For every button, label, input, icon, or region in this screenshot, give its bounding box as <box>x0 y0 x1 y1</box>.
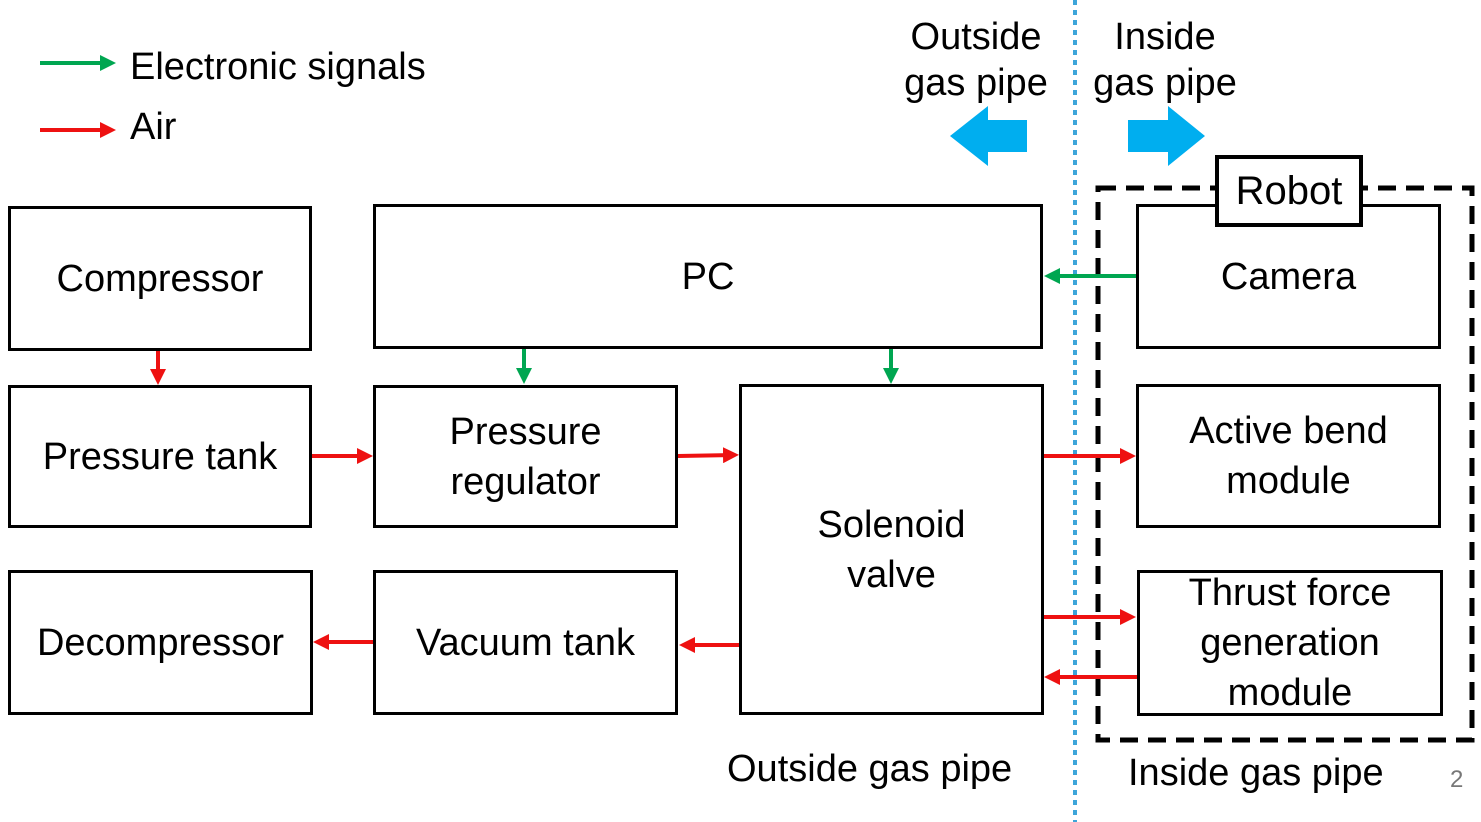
pc-label: PC <box>681 255 735 298</box>
decompressor-label: Decompressor <box>36 621 285 664</box>
camera-label: Camera <box>1220 255 1357 298</box>
decompressor-box: Decompressor <box>8 570 313 715</box>
air-regulator-to-solenoid <box>677 447 739 464</box>
robot-boundary <box>1095 185 1475 743</box>
page-number: 2 <box>1450 766 1464 793</box>
inside-direction-arrow <box>1128 106 1205 166</box>
vacuum-tank-box: Vacuum tank <box>373 570 678 715</box>
legend-air-label: Air <box>130 106 177 148</box>
thrust-force-module-box: Thrust force generation module <box>1137 570 1443 716</box>
footer-inside-label: Inside gas pipe <box>1128 752 1384 794</box>
active-bend-module-box: Active bend module <box>1136 384 1441 528</box>
solenoid-valve-box: Solenoid valve <box>739 384 1044 715</box>
header-inside-label: Inside gas pipe <box>1093 16 1237 104</box>
vacuum-tank-label: Vacuum tank <box>416 621 635 664</box>
camera-box: Camera <box>1136 204 1441 349</box>
active-bend-module-label: Active bend module <box>1189 410 1388 502</box>
compressor-box: Compressor <box>8 206 312 351</box>
pressure-tank-box: Pressure tank <box>8 385 312 528</box>
robot-label: Robot <box>1215 155 1363 227</box>
header-outside-label: Outside gas pipe <box>904 16 1048 104</box>
compressor-label: Compressor <box>56 257 264 300</box>
footer-outside-label: Outside gas pipe <box>727 748 1013 790</box>
thrust-force-module-label: Thrust force generation module <box>1188 572 1392 714</box>
pressure-tank-label: Pressure tank <box>42 435 278 478</box>
solenoid-valve-label: Solenoid valve <box>817 503 966 596</box>
pressure-regulator-box: Pressure regulator <box>373 385 678 528</box>
outside-direction-arrow <box>950 106 1027 166</box>
pc-box: PC <box>373 204 1043 349</box>
pressure-regulator-label: Pressure regulator <box>449 410 602 503</box>
legend-electronic-label: Electronic signals <box>130 46 426 88</box>
